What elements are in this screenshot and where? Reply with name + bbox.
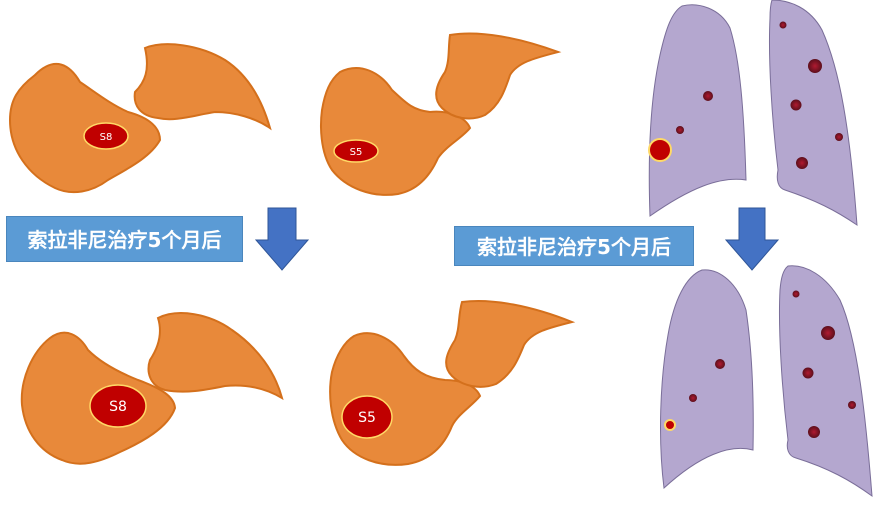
nodule [703,91,713,101]
nodule [808,426,820,438]
nodule [835,133,843,141]
liver-lobe-small [133,43,272,131]
liver-before-left: S8 [8,43,272,194]
treatment-label-left: 索拉非尼治疗5个月后 [6,216,243,262]
nodule [792,290,800,298]
nodule [848,401,856,409]
lesion-s8-after [89,384,147,428]
liver-lobe-small [445,299,576,388]
lung-left [778,265,873,498]
lesion-s8-before [83,122,129,150]
lung-right [648,4,747,217]
nodule-highlighted [664,419,676,431]
nodule [676,126,684,134]
treatment-label-right: 索拉非尼治疗5个月后 [454,226,694,266]
nodule [715,359,725,369]
lesion-s8-after-label: S8 [109,399,127,415]
lesion-s5-after [341,395,393,439]
lesion-s5-before-label: S5 [350,147,363,158]
lung-right [660,269,754,490]
nodule [790,99,802,111]
lesion-s8-before-label: S8 [100,132,113,143]
nodule [802,367,814,379]
liver-after-middle: S5 [329,299,576,466]
nodule [689,394,697,402]
lungs-before [648,0,858,226]
nodule [808,59,822,73]
arrow-down-icon [254,207,310,271]
lungs-after [660,265,873,498]
liver-lobe-small [435,32,562,120]
nodule [779,21,787,29]
liver-before-middle: S5 [320,32,562,196]
nodule [796,157,808,169]
lesion-s5-before [333,139,379,163]
nodule-highlighted [648,138,672,162]
liver-after-left: S8 [20,312,284,465]
lung-left [768,0,858,226]
liver-lobe-large [320,67,472,196]
arrow-down-icon [724,207,780,271]
liver-lobe-small [147,312,284,401]
liver-lobe-large [8,63,162,194]
lesion-s5-after-label: S5 [358,410,376,426]
nodule [821,326,835,340]
